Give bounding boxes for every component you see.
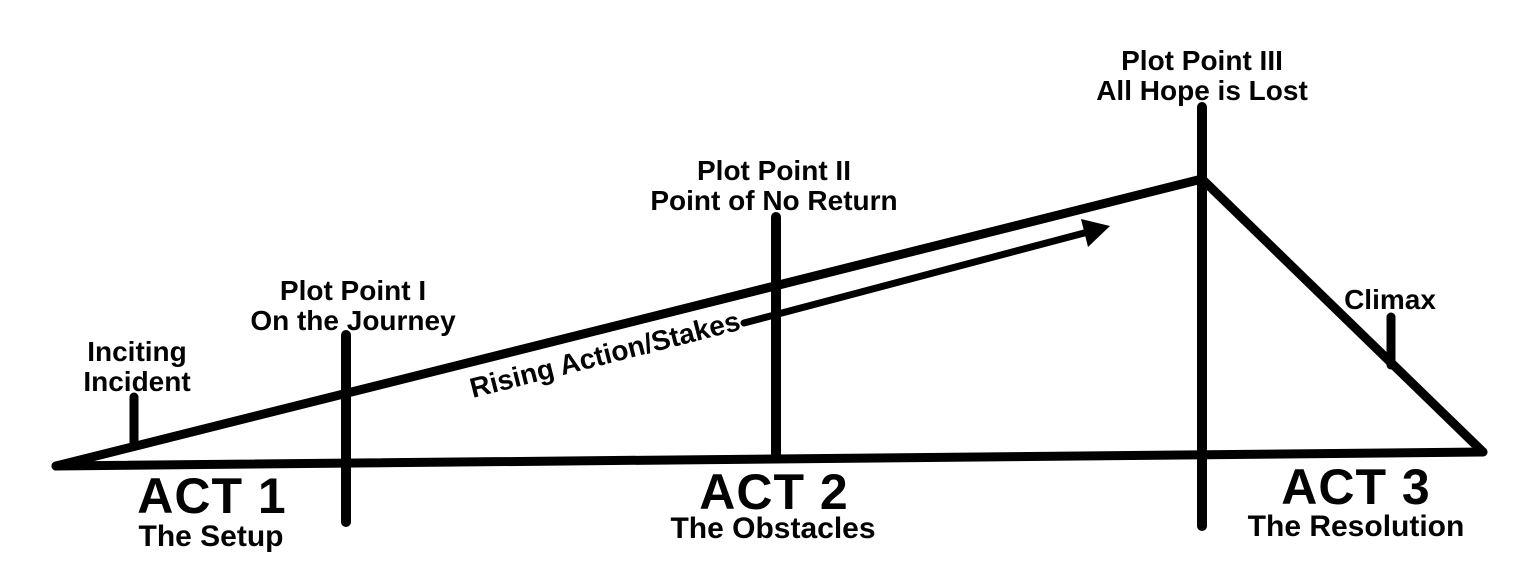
act-1-subtitle: The Setup (138, 520, 284, 553)
rising-arrow-shaft (740, 228, 1092, 327)
plot-point-2-subtitle: Point of No Return (650, 185, 898, 216)
plot-point-3-label: Plot Point III All Hope is Lost (1096, 46, 1308, 106)
climax-label: Climax (1344, 284, 1436, 315)
plot-point-3-subtitle: All Hope is Lost (1096, 75, 1308, 106)
inciting-incident-label: Inciting Incident (83, 337, 190, 397)
plot-point-1-label: Plot Point I On the Journey (250, 276, 455, 336)
act-3-subtitle: The Resolution (1247, 510, 1465, 543)
plot-point-1-subtitle: On the Journey (250, 305, 456, 336)
plot-point-2-label: Plot Point II Point of No Return (650, 156, 897, 216)
falling-action-line (1197, 174, 1488, 457)
plot-point-3-title: Plot Point III (1121, 45, 1283, 76)
inciting-incident-line1: Inciting (87, 336, 187, 367)
act-2-subtitle: The Obstacles (670, 512, 876, 545)
plot-point-2-title: Plot Point II (696, 155, 851, 186)
rising-action-line (51, 174, 1207, 471)
act-2-title: ACT 2 (699, 464, 849, 520)
baseline (51, 447, 1488, 471)
act-3-title: ACT 3 (1281, 459, 1431, 515)
plot-point-1-title: Plot Point I (279, 275, 427, 306)
rising-arrow-head-icon (1081, 219, 1110, 247)
act-1-title: ACT 1 (137, 468, 287, 524)
inciting-incident-line2: Incident (83, 366, 191, 397)
